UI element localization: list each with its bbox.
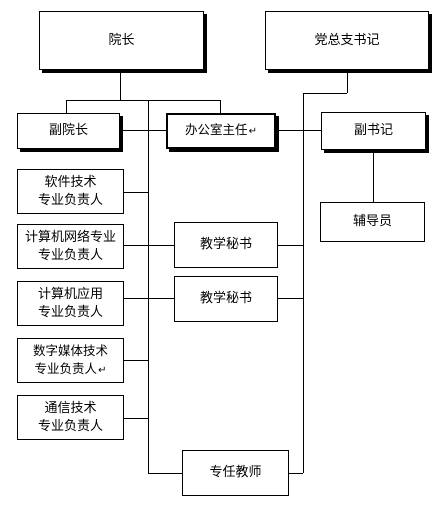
node-vice-dean-label: 副院长 <box>48 123 88 138</box>
connector-office-to-spine <box>276 130 321 131</box>
node-teaching-secretary-1: 教学秘书 <box>174 222 278 268</box>
node-deputy-secretary: 副书记 <box>321 112 426 150</box>
node-full-time-teachers: 专任教师 <box>182 450 289 496</box>
connector-spine-teachers <box>148 473 182 474</box>
node-party-secretary: 党总支书记 <box>265 11 429 70</box>
connector-spine-application <box>124 298 174 299</box>
connector-spine-network <box>124 245 174 246</box>
node-counselor: 辅导员 <box>320 202 425 242</box>
node-office-director: 办公室主任↵ <box>166 113 276 149</box>
connector-right-spine <box>303 93 304 473</box>
connector-party-bus <box>303 93 347 94</box>
node-application: 计算机应用 专业负责人 <box>17 281 124 326</box>
node-communication-line2: 专业负责人 <box>37 418 103 434</box>
node-digital-media-line1: 数字媒体技术 <box>32 342 108 358</box>
connector-spine-communication <box>124 418 148 419</box>
node-full-time-teachers-label: 专任教师 <box>209 465 262 480</box>
connector-party-down <box>347 70 348 93</box>
node-network-line2: 专业负责人 <box>37 247 103 263</box>
node-teaching-secretary-2: 教学秘书 <box>174 276 278 322</box>
node-communication-line1: 通信技术 <box>44 400 97 416</box>
node-dean-label: 院长 <box>108 32 135 48</box>
paragraph-mark: ↵ <box>98 364 107 376</box>
node-network-line1: 计算机网络专业 <box>24 229 116 245</box>
node-application-line2: 专业负责人 <box>37 304 103 320</box>
node-application-line1: 计算机应用 <box>37 286 103 302</box>
connector-left-spine <box>148 100 149 473</box>
connector-teachers-to-spine <box>289 473 303 474</box>
node-communication: 通信技术 专业负责人 <box>17 395 124 440</box>
node-teaching-secretary-1-label: 教学秘书 <box>199 237 252 252</box>
connector-deputy-to-counselor <box>373 151 374 202</box>
connector-vice-to-office <box>120 130 175 131</box>
node-counselor-label: 辅导员 <box>352 214 392 229</box>
node-deputy-secretary-label: 副书记 <box>353 123 393 138</box>
connector-secretary2-to-spine <box>278 298 303 299</box>
connector-dean-down <box>120 70 121 100</box>
paragraph-mark: ↵ <box>248 126 257 137</box>
connector-spine-media <box>124 360 148 361</box>
node-software-tech-line1: 软件技术 <box>44 174 97 190</box>
node-dean: 院长 <box>39 11 204 70</box>
connector-vice-dean-drop <box>66 100 67 113</box>
node-software-tech: 软件技术 专业负责人 <box>17 169 124 214</box>
node-network: 计算机网络专业 专业负责人 <box>17 224 124 269</box>
connector-spine-software <box>124 192 148 193</box>
connector-top-bus <box>66 100 220 101</box>
node-teaching-secretary-2-label: 教学秘书 <box>199 291 252 306</box>
node-digital-media-line2: 专业负责人 <box>34 360 98 376</box>
node-software-tech-line2: 专业负责人 <box>37 192 103 208</box>
connector-secretary1-to-spine <box>278 245 303 246</box>
node-vice-dean: 副院长 <box>17 113 120 149</box>
connector-office-drop <box>220 100 221 113</box>
node-digital-media: 数字媒体技术 专业负责人↵ <box>17 338 124 383</box>
node-party-secretary-label: 党总支书记 <box>314 32 380 48</box>
node-office-director-label: 办公室主任 <box>185 122 248 137</box>
